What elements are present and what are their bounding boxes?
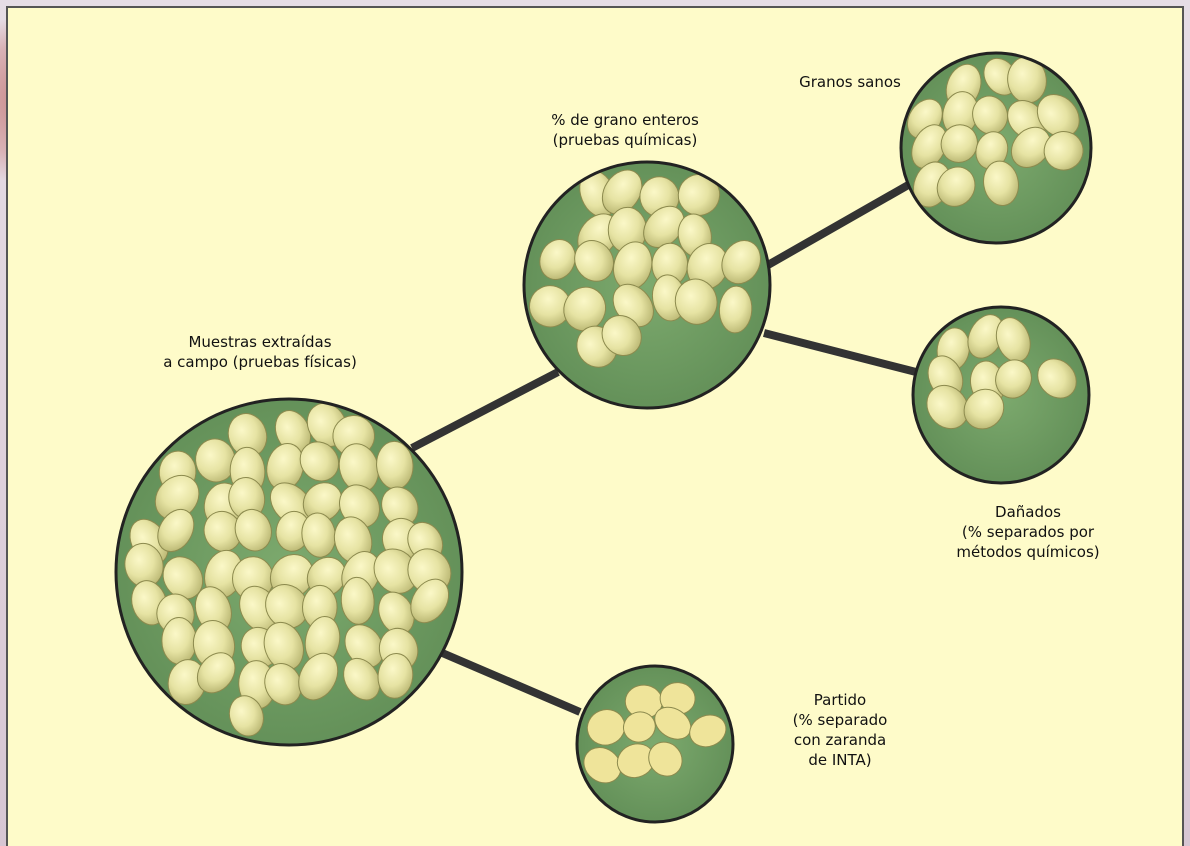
connector-whole-damaged — [764, 333, 916, 372]
connector-samples-whole — [412, 372, 558, 448]
connector-whole-healthy — [768, 184, 910, 265]
damaged-grains-label-line-3: métodos químicos) — [928, 542, 1128, 562]
damaged-grains-label-line-1: Dañados — [928, 502, 1128, 522]
samples-label-line-1: Muestras extraídas — [145, 332, 375, 352]
whole-grains-label-line-2: (pruebas químicas) — [525, 130, 725, 150]
whole-grains-photo — [524, 162, 770, 408]
damaged-grains-photo — [913, 307, 1089, 483]
split-grains-label: Partido (% separado con zaranda de INTA) — [780, 690, 900, 770]
soybean — [161, 617, 196, 664]
samples-label-line-2: a campo (pruebas físicas) — [145, 352, 375, 372]
connector-samples-split — [440, 652, 580, 712]
samples-label: Muestras extraídas a campo (pruebas físi… — [145, 332, 375, 372]
samples-photo — [116, 396, 462, 745]
split-grains-label-line-4: de INTA) — [780, 750, 900, 770]
damaged-grains-label-line-2: (% separados por — [928, 522, 1128, 542]
split-grains-label-line-2: (% separado — [780, 710, 900, 730]
split-grains-label-line-3: con zaranda — [780, 730, 900, 750]
healthy-grains-photo — [900, 52, 1091, 243]
damaged-grains-label: Dañados (% separados por métodos químico… — [928, 502, 1128, 562]
healthy-grains-label: Granos sanos — [790, 72, 910, 92]
split-grains-photo — [577, 666, 733, 822]
whole-grains-label: % de grano enteros (pruebas químicas) — [525, 110, 725, 150]
whole-grains-label-line-1: % de grano enteros — [525, 110, 725, 130]
healthy-grains-label-line-1: Granos sanos — [790, 72, 910, 92]
split-grains-label-line-1: Partido — [780, 690, 900, 710]
